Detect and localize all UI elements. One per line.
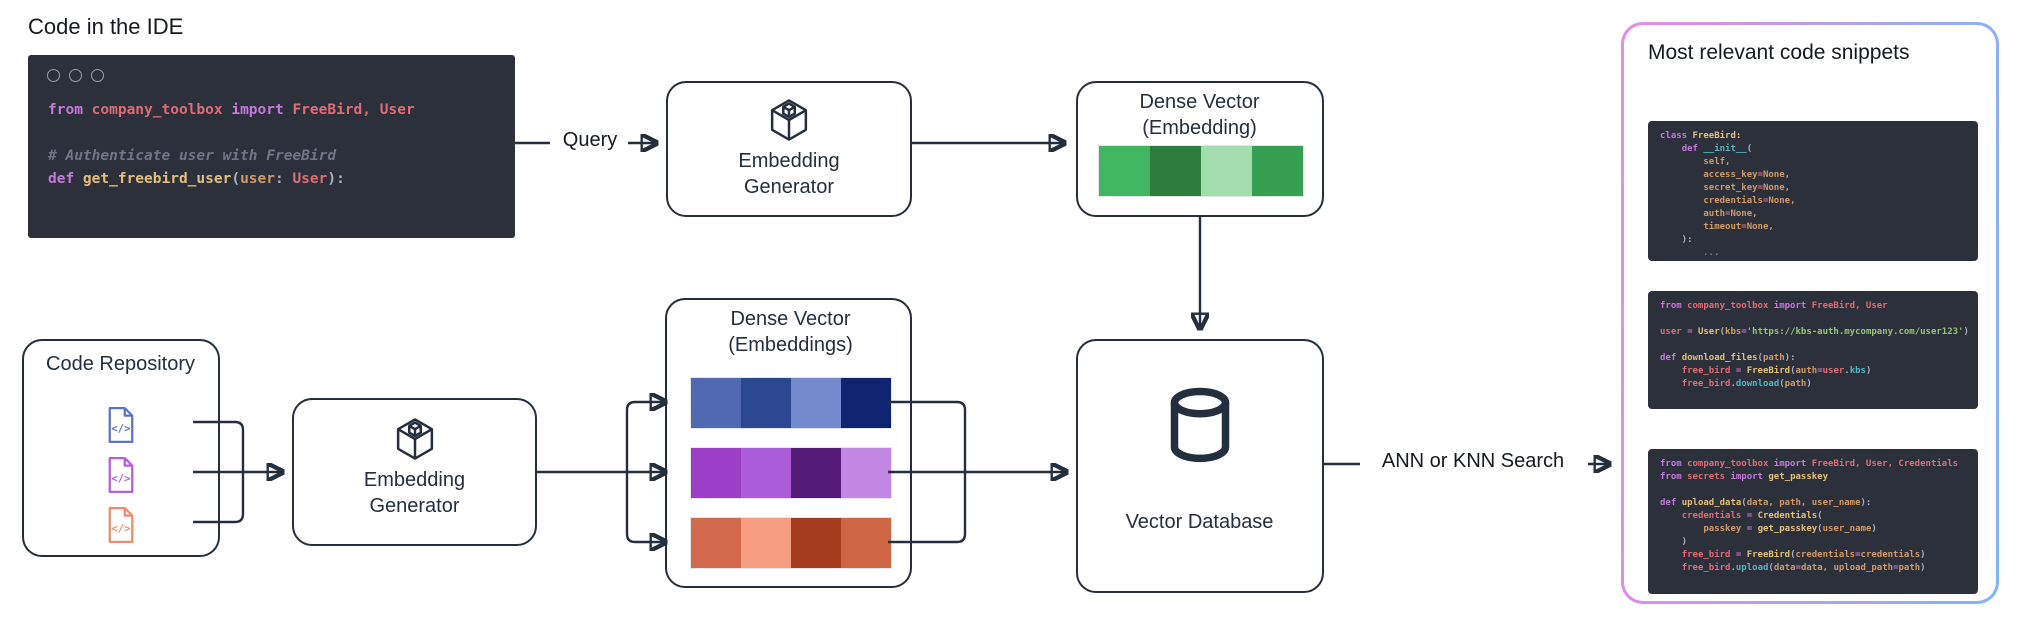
edge-to-embedding-row-1 <box>625 402 665 472</box>
embedding-swatch <box>691 378 741 428</box>
ide-code: from company_toolbox import FreeBird, Us… <box>48 102 415 187</box>
embedding-swatch-row <box>690 377 892 429</box>
embedding-swatch <box>841 378 891 428</box>
vector-database-node: Vector Database <box>1076 339 1324 593</box>
embedding-swatch <box>791 518 841 568</box>
ide-section-title: Code in the IDE <box>28 14 184 39</box>
embedding-swatch <box>1201 146 1252 196</box>
code-file-icon: </> <box>108 457 134 493</box>
node-label: Code Repository <box>46 353 195 375</box>
code-repository-node: Code Repository </> </> </> <box>22 339 220 557</box>
node-label: Embedding Generator <box>738 150 840 198</box>
cube-module-icon <box>396 418 433 460</box>
ide-code-editor-window: from company_toolbox import FreeBird, Us… <box>28 55 515 238</box>
embedding-swatch <box>741 378 791 428</box>
embedding-swatch <box>1099 146 1150 196</box>
code-snippet-block: from company_toolbox import FreeBird, Us… <box>1648 291 1978 409</box>
embedding-swatch <box>841 518 891 568</box>
results-panel-title: Most relevant code snippets <box>1648 41 1910 64</box>
code-snippet-block: from company_toolbox import FreeBird, Us… <box>1648 449 1978 594</box>
code-snippet-block: class FreeBird: def __init__( self, acce… <box>1648 121 1978 261</box>
database-icon <box>1170 387 1230 463</box>
query-edge-label: Query <box>562 129 618 151</box>
embedding-generator-bottom-node: Embedding Generator <box>292 398 537 546</box>
embedding-swatch <box>1252 146 1303 196</box>
window-dot-icon <box>47 69 60 82</box>
embedding-swatch <box>841 448 891 498</box>
code-file-icon: </> <box>108 407 134 443</box>
edge-to-embedding-row-3 <box>625 472 665 542</box>
dense-vector-corpus-node: Dense Vector (Embeddings) <box>665 298 912 588</box>
embedding-swatch <box>691 518 741 568</box>
embedding-swatch-row <box>1098 145 1304 197</box>
embedding-swatch <box>741 448 791 498</box>
window-controls <box>47 69 104 82</box>
embedding-swatch <box>691 448 741 498</box>
embedding-swatch <box>791 378 841 428</box>
window-dot-icon <box>69 69 82 82</box>
embedding-swatch <box>741 518 791 568</box>
node-label: Vector Database <box>1125 511 1274 533</box>
window-dot-icon <box>91 69 104 82</box>
embedding-swatch-row <box>690 447 892 499</box>
code-glyph: </> <box>111 522 130 535</box>
search-edge-label: ANN or KNN Search <box>1381 450 1565 472</box>
node-label: Dense Vector (Embedding) <box>1139 91 1260 139</box>
embedding-swatch <box>791 448 841 498</box>
embedding-swatch-row <box>690 517 892 569</box>
dense-vector-query-node: Dense Vector (Embedding) <box>1076 81 1324 217</box>
code-file-icon: </> <box>108 507 134 543</box>
embedding-generator-top-node: Embedding Generator <box>666 81 912 217</box>
node-label: Embedding Generator <box>363 469 466 517</box>
cube-module-icon <box>770 99 808 141</box>
code-glyph: </> <box>111 472 130 485</box>
embedding-swatch <box>1150 146 1201 196</box>
node-label: Dense Vector (Embeddings) <box>728 308 853 356</box>
code-glyph: </> <box>111 422 130 435</box>
results-panel: Most relevant code snippets class FreeBi… <box>1621 22 1999 604</box>
